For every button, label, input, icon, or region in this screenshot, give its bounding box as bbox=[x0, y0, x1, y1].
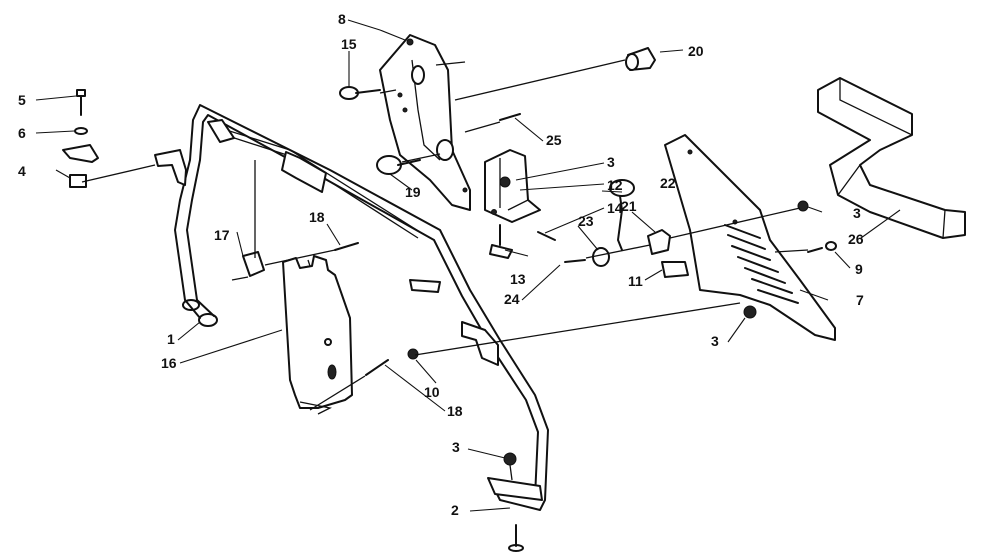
hardware-parts bbox=[62, 47, 837, 552]
callout-12: 12 bbox=[607, 177, 623, 193]
callout-26: 26 bbox=[848, 231, 864, 247]
callout-22: 22 bbox=[660, 175, 676, 191]
callout-4: 4 bbox=[18, 163, 26, 179]
callout-24: 24 bbox=[504, 291, 520, 307]
callout-25: 25 bbox=[546, 132, 562, 148]
callout-11: 11 bbox=[628, 273, 643, 289]
leader-lines bbox=[35, 19, 901, 512]
callout-3-bottom: 3 bbox=[452, 439, 460, 455]
callout-10: 10 bbox=[424, 384, 440, 400]
side-vent-plate bbox=[664, 134, 836, 341]
callout-20: 20 bbox=[688, 43, 704, 59]
tubular-frame bbox=[154, 104, 549, 511]
callout-2: 2 bbox=[451, 502, 459, 518]
callout-3-lower: 3 bbox=[711, 333, 719, 349]
angle-bracket bbox=[484, 149, 541, 223]
callout-16: 16 bbox=[161, 355, 177, 371]
callout-13: 13 bbox=[510, 271, 526, 287]
callout-1: 1 bbox=[167, 331, 175, 347]
callout-15: 15 bbox=[341, 36, 357, 52]
callout-21: 21 bbox=[621, 198, 637, 214]
callout-18-lower: 18 bbox=[447, 403, 463, 419]
callout-labels: 1 2 3 3 3 3 4 5 6 7 8 9 10 11 12 13 14 1… bbox=[18, 11, 864, 518]
callout-17: 17 bbox=[214, 227, 230, 243]
callout-7: 7 bbox=[856, 292, 864, 308]
bumper-bracket bbox=[817, 77, 966, 239]
callout-3-center: 3 bbox=[607, 154, 615, 170]
callout-14: 14 bbox=[607, 200, 623, 216]
assembly-lines bbox=[81, 59, 809, 481]
callout-3-right: 3 bbox=[853, 205, 861, 221]
center-plate bbox=[282, 255, 353, 415]
callout-23: 23 bbox=[578, 213, 594, 229]
callout-18-upper: 18 bbox=[309, 209, 325, 225]
callout-6: 6 bbox=[18, 125, 26, 141]
vent-slots bbox=[724, 224, 799, 304]
callout-8: 8 bbox=[338, 11, 346, 27]
upper-bracket-plate bbox=[379, 34, 471, 211]
callout-5: 5 bbox=[18, 92, 26, 108]
callout-9: 9 bbox=[855, 261, 863, 277]
callout-19: 19 bbox=[405, 184, 421, 200]
